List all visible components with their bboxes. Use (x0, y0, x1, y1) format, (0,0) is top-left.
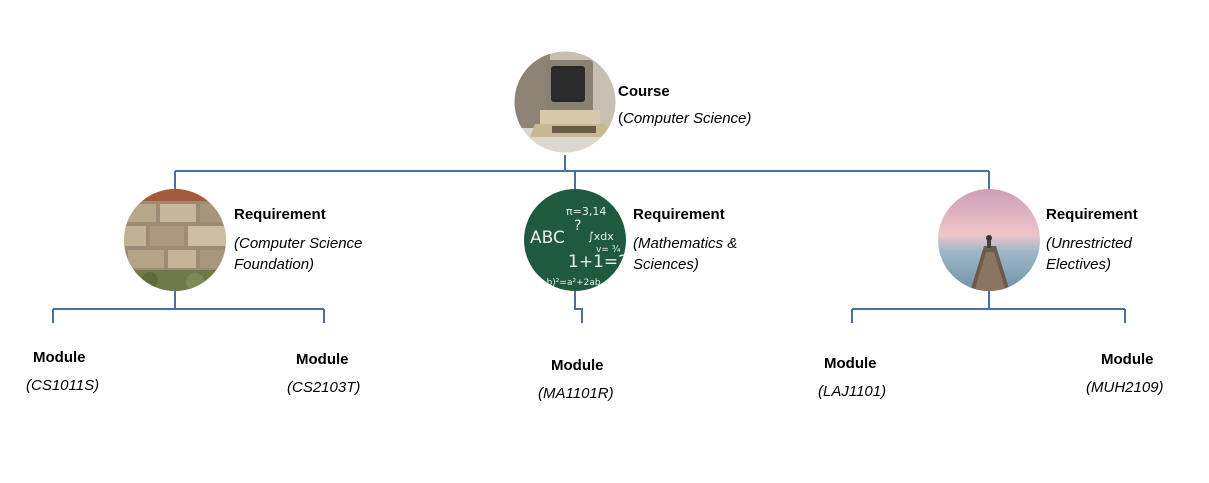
svg-text:ABC: ABC (530, 228, 565, 248)
chalkboard-math-icon: π=3,14 ABC ? ∫xdx v= ¾ 1+1=2 (a+b)²=a²+2… (524, 189, 629, 291)
module-code: (LAJ1101) (818, 383, 887, 400)
module-title: Module (824, 355, 877, 372)
module-title: Module (33, 349, 86, 366)
requirement-subtitle-line1: (Mathematics & (633, 235, 738, 252)
requirement-title: Requirement (234, 206, 326, 223)
svg-text:?: ? (574, 218, 581, 234)
pier-sunset-icon (938, 189, 1040, 291)
computer-icon (514, 51, 616, 153)
module-title: Module (551, 357, 604, 374)
module-code: (MA1101R) (538, 385, 614, 402)
course-subtitle: (Computer Science) (618, 110, 752, 127)
requirement-subtitle-line2: Sciences) (633, 256, 699, 273)
requirement-title: Requirement (633, 206, 725, 223)
requirement-subtitle-line1: (Unrestricted (1046, 235, 1132, 252)
module-code: (CS1011S) (26, 377, 100, 394)
course-title: Course (618, 83, 670, 100)
module-title: Module (296, 351, 349, 368)
stone-wall-icon (124, 189, 226, 291)
requirement-subtitle-line2: Electives) (1046, 256, 1112, 273)
svg-text:v= ¾: v= ¾ (596, 245, 621, 255)
requirement-subtitle-line2: Foundation) (234, 256, 315, 273)
svg-text:(a+b)²=a²+2ab: (a+b)²=a²+2ab (530, 278, 601, 288)
module-title: Module (1101, 351, 1154, 368)
svg-text:∫xdx: ∫xdx (588, 230, 614, 243)
connector-lines (52, 155, 1126, 323)
module-code: (CS2103T) (287, 379, 361, 396)
requirement-subtitle-line1: (Computer Science (234, 235, 363, 252)
svg-text:π=3,14: π=3,14 (566, 205, 606, 218)
requirement-title: Requirement (1046, 206, 1138, 223)
svg-text:1+1=2: 1+1=2 (568, 252, 629, 272)
module-code: (MUH2109) (1086, 379, 1164, 396)
